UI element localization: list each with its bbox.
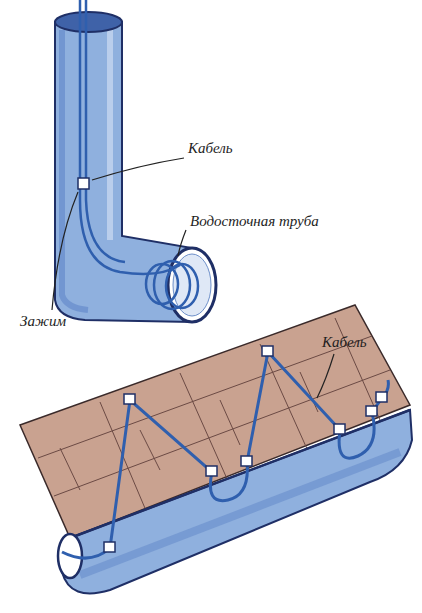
part-label: Водосточная труба [190,213,319,230]
leader-lines [52,158,334,398]
pipe-heating-cable [78,0,198,309]
part-label: Кабель [322,334,367,351]
gutter [58,410,412,593]
roof-heating-cable [62,346,388,558]
part-label: Зажим [20,313,66,330]
part-label: Кабель [188,140,233,157]
